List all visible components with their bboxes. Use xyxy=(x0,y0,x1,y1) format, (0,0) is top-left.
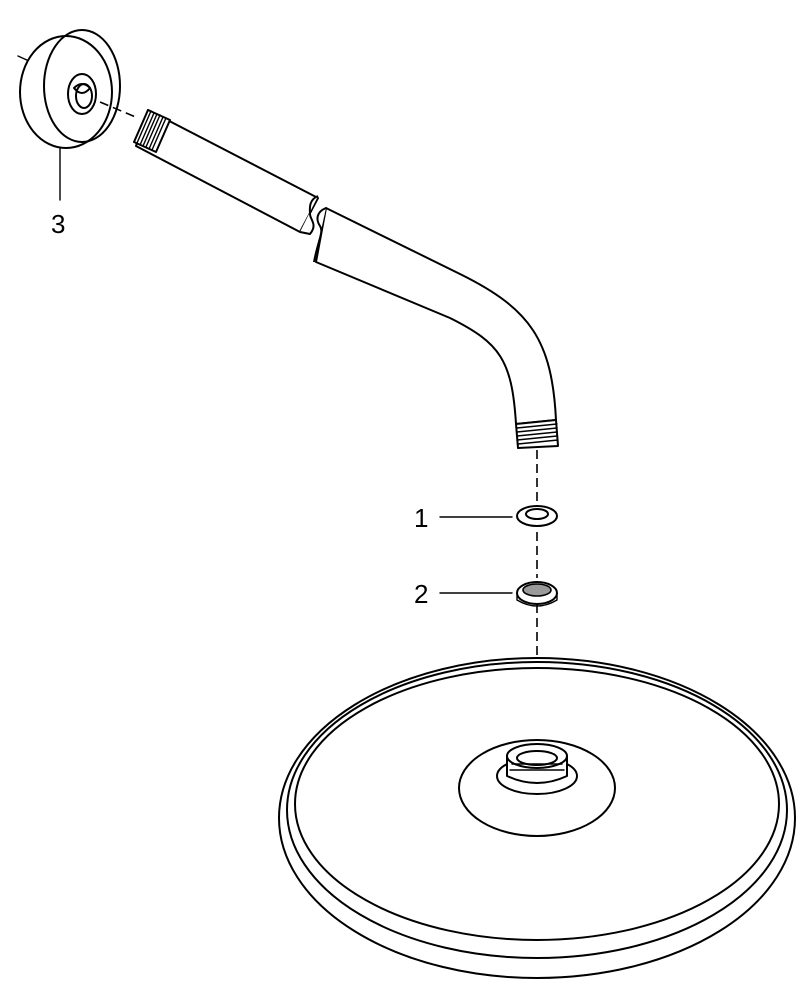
wall-flange-part-3 xyxy=(19,29,121,149)
callout-number-2: 2 xyxy=(414,579,428,609)
outlet-thread xyxy=(515,419,559,449)
callout-number-1: 1 xyxy=(414,503,428,533)
washer-part-1 xyxy=(516,505,558,527)
shower-arm xyxy=(133,109,559,449)
flange-axis xyxy=(99,101,139,119)
shower-head xyxy=(278,657,796,979)
callout-number-3: 3 xyxy=(51,209,65,239)
filter-screen-part-2 xyxy=(516,581,558,607)
callout-leaders xyxy=(59,147,513,594)
rear-thread xyxy=(133,109,171,153)
